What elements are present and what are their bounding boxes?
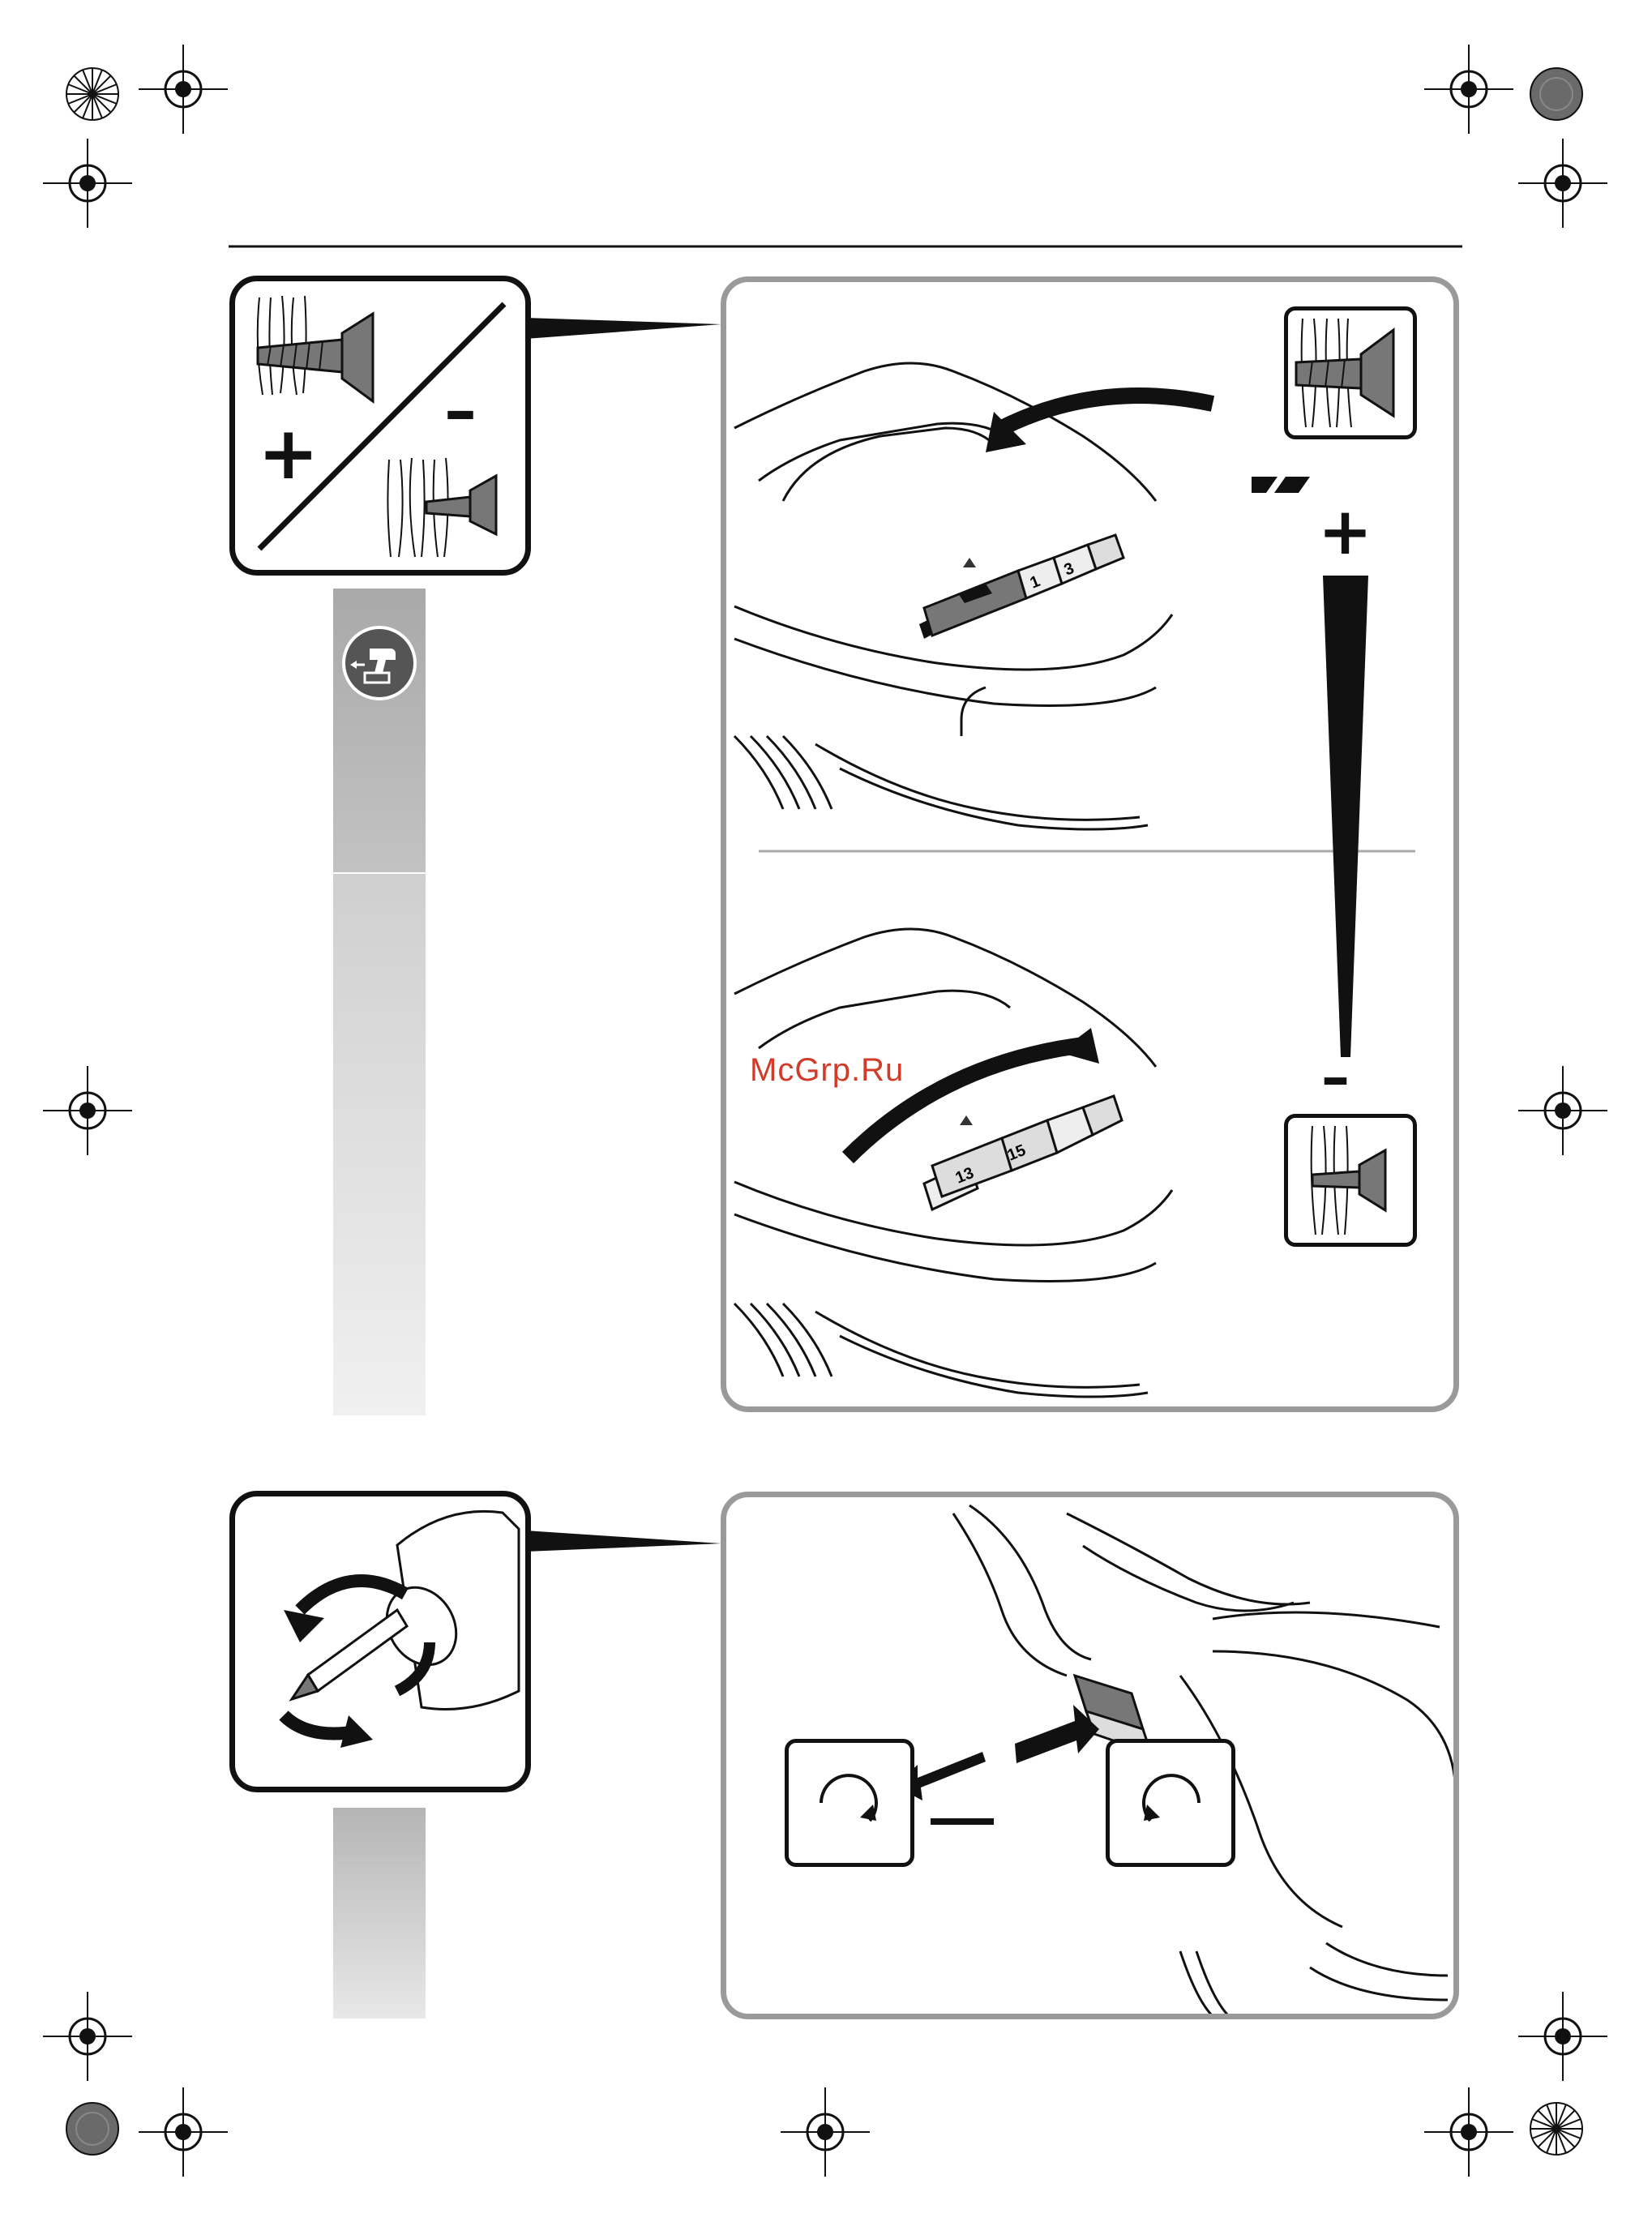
drill-mode-symbol [1252, 477, 1310, 493]
torque-scale-wedge [1323, 576, 1368, 1057]
minus-symbol: – [444, 379, 477, 443]
rotation-direction-inset [229, 1491, 531, 1792]
scale-minus-symbol: – [1321, 1049, 1350, 1106]
torque-setting-inset: + – [229, 276, 531, 576]
scale-plus-symbol: + [1318, 499, 1372, 564]
high-torque-screw-icon [1284, 306, 1417, 439]
small-screw-icon [426, 476, 496, 534]
large-screw-icon [258, 314, 373, 401]
watermark: McGrp.Ru [750, 1052, 904, 1089]
bit-rotation-illustration [235, 1496, 525, 1787]
forward-rotation-icon[interactable] [785, 1739, 914, 1867]
torque-selector-top [919, 535, 1123, 639]
reverse-rotation-icon[interactable] [1106, 1739, 1235, 1867]
plus-symbol: + [258, 417, 319, 490]
torque-selector-panel: 1 3 13 15 [721, 276, 1459, 1412]
low-torque-screw-icon [1284, 1114, 1417, 1247]
rotation-switch-panel [721, 1492, 1459, 2019]
